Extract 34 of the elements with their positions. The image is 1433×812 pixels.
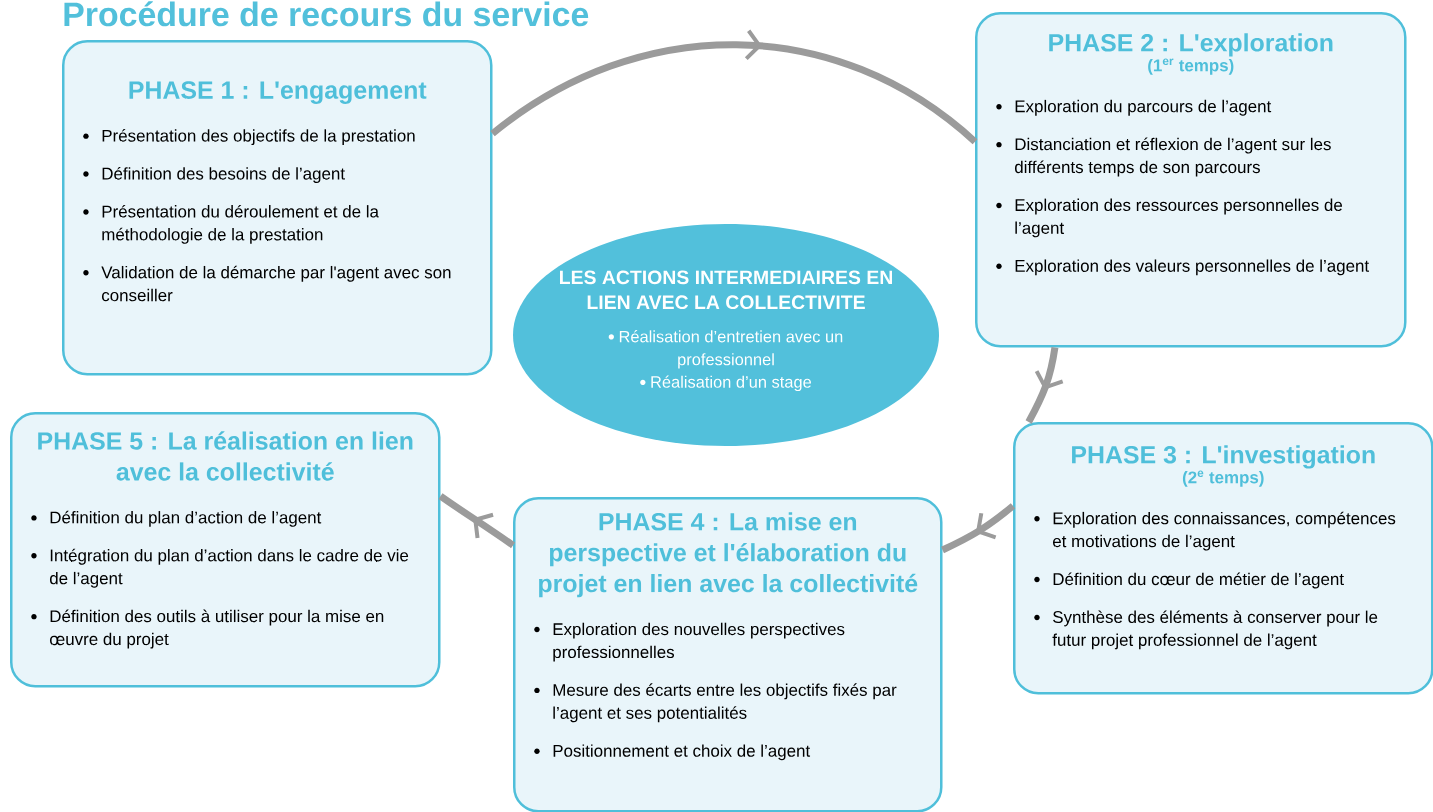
phase-box <box>62 40 493 376</box>
phase-heading: PHASE 2 : L'exploration <box>1049 33 1333 57</box>
bullet-item: Définition du plan d’action de l’agent <box>31 510 322 527</box>
phase-box <box>513 497 943 812</box>
ellipse-heading: LES ACTIONS INTERMEDIAIRES EN LIEN AVEC LA COLLECTIVITE <box>560 270 892 310</box>
bullet-item: Définition des outils à utiliser pour la mise en œuvre du projet <box>31 609 384 649</box>
bullet-item: Exploration des nouvelles perspectives professionnelles <box>534 622 845 662</box>
phase-box <box>10 412 441 688</box>
bullet-item: Distanciation et réflexion de l’agent sur les différents temps de son parcours <box>996 137 1331 177</box>
bullet-item: Définition du cœur de métier de l’agent <box>1034 572 1344 589</box>
phase-heading: PHASE 3 : L'investigation <box>1072 445 1375 469</box>
phase-heading: PHASE 4 : La mise en perspective et l'élaboration du projet en lien avec la collectivité <box>539 512 918 598</box>
bullet-item: Exploration des valeurs personnelles de l’agent <box>996 259 1369 276</box>
bullet-item: Intégration du plan d’action dans le cadre de vie de l’agent <box>31 548 409 588</box>
bullet-item: Présentation du déroulement et de la méthodologie de la prestation <box>83 204 379 244</box>
ellipse <box>513 224 939 446</box>
phase-box <box>1013 422 1433 695</box>
phase-subheading: (1$^{er}$ temps) <box>1148 58 1234 75</box>
bullet-item: Synthèse des éléments à conserver pour le futur projet professionnel de l’agent <box>1034 610 1378 650</box>
phase-heading: PHASE 1 : L'engagement <box>129 81 427 104</box>
phase-box <box>975 12 1407 348</box>
phase-subheading: (2$^{e}$ temps) <box>1182 470 1264 487</box>
bullet-item: Définition des besoins de l’agent <box>83 167 345 183</box>
bullet-item: Exploration des ressources personnelles de l’agent <box>996 198 1343 238</box>
title: Procédure de recours du service <box>64 1 589 27</box>
bullet-item: Réalisation d’entretien avec un professionnel <box>608 330 843 369</box>
bullet-item: Présentation des objectifs de la prestation <box>83 129 415 146</box>
bullet-item: Réalisation d’un stage <box>640 375 811 392</box>
bullet-item: Exploration des connaissances, compétences et motivations de l’agent <box>1034 511 1396 551</box>
bullet-item: Positionnement et choix de l’agent <box>534 744 811 761</box>
bullet-item: Validation de la démarche par l'agent avec son conseiller <box>83 265 451 302</box>
phase-heading: PHASE 5 : La réalisation en lien avec la collectivité <box>38 431 413 481</box>
bullet-item: Exploration du parcours de l’agent <box>996 99 1272 116</box>
bullet-item: Mesure des écarts entre les objectifs fixés par l’agent et ses potentialités <box>534 683 897 723</box>
